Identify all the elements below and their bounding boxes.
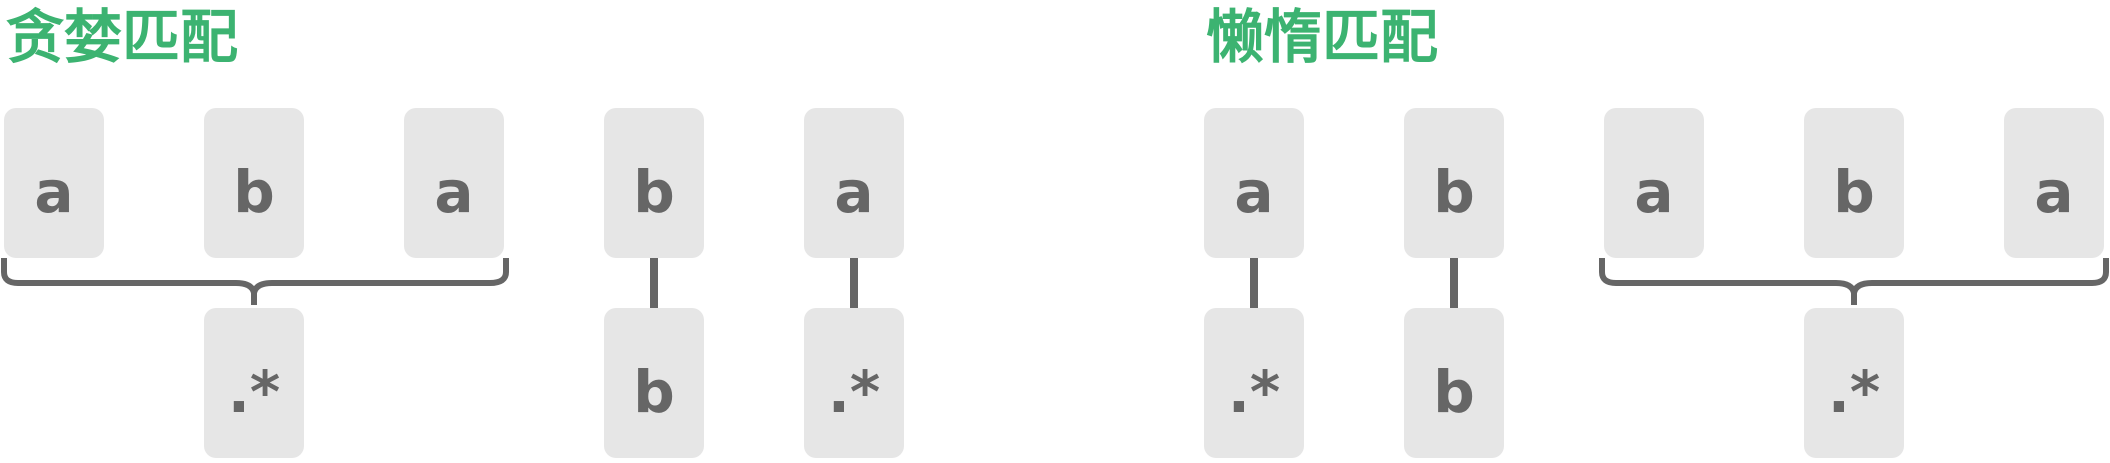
pattern-label: b xyxy=(633,358,675,426)
greedy-text-char-2: b xyxy=(204,108,304,258)
greedy-brace xyxy=(0,258,509,305)
pattern-label: .* xyxy=(227,358,281,426)
char-label: a xyxy=(434,158,474,226)
greedy-title: 贪婪匹配 xyxy=(6,3,239,71)
char-label: b xyxy=(1433,158,1475,226)
char-label: a xyxy=(1634,158,1674,226)
pattern-label: .* xyxy=(827,358,881,426)
greedy-pattern-3: .* xyxy=(804,308,904,458)
lazy-text-char-2: b xyxy=(1404,108,1504,258)
lazy-text-char-4: b xyxy=(1804,108,1904,258)
greedy-text-char-3: a xyxy=(404,108,504,258)
lazy-text-char-5: a xyxy=(2004,108,2104,258)
lazy-text-char-1: a xyxy=(1204,108,1304,258)
lazy-pattern-2: b xyxy=(1404,308,1504,458)
char-label: a xyxy=(1234,158,1274,226)
lazy-title: 懒惰匹配 xyxy=(1206,3,1439,71)
pattern-label: b xyxy=(1433,358,1475,426)
char-label: b xyxy=(1833,158,1875,226)
greedy-pattern-2: b xyxy=(604,308,704,458)
pattern-label: .* xyxy=(1227,358,1281,426)
lazy-pattern-1: .* xyxy=(1204,308,1304,458)
char-label: b xyxy=(633,158,675,226)
greedy-text-char-1: a xyxy=(4,108,104,258)
lazy-text-char-3: a xyxy=(1604,108,1704,258)
pattern-label: .* xyxy=(1827,358,1881,426)
lazy-brace xyxy=(1599,258,2109,305)
greedy-text-char-5: a xyxy=(804,108,904,258)
lazy-pattern-3: .* xyxy=(1804,308,1904,458)
char-label: a xyxy=(834,158,874,226)
greedy-pattern-1: .* xyxy=(204,308,304,458)
char-label: b xyxy=(233,158,275,226)
char-label: a xyxy=(34,158,74,226)
greedy-text-char-4: b xyxy=(604,108,704,258)
char-label: a xyxy=(2034,158,2074,226)
